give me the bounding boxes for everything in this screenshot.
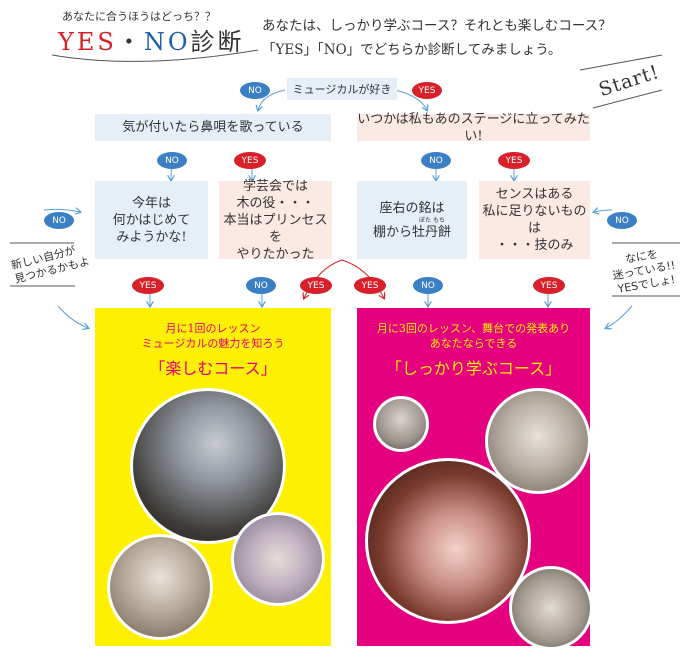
fun-course-name: 「楽しむコース」 [149,359,277,378]
yes-badge-a4: YES [498,152,530,169]
intro-line-2: 「YES」「NO」でどちらか診断してみましょう。 [262,42,562,58]
arrow-side-left-bottom [57,305,88,328]
intro-line-1: あなたは、しっかり学ぶコース？それとも楽しむコース？ [262,18,612,34]
header-subtitle: あなたに合うほうはどっち？？ [62,10,216,23]
a4-line3: ・・・技のみ [495,238,574,253]
page-title: YES・NO診断 [58,22,245,57]
serious-photo-stage [365,458,531,624]
title-no: NO [143,28,191,56]
question-musical: ミュージカルが好き [287,78,397,100]
question-humming: 気が付いたら鼻唄を歌っている [95,114,331,141]
answer-try-something: 今年は 何かはじめて みようかな! [95,181,208,259]
title-dot: ・ [116,28,144,56]
fun-photo-dance [107,534,213,640]
answer-sense: センスはある 私に足りないものは ・・・技のみ [479,181,590,259]
title-underline [51,49,259,62]
no-badge-a3: NO [421,152,451,169]
fun-course-panel: 月に1回のレッスン ミュージカルの魅力を知ろう 「楽しむコース」 [95,308,331,646]
serious-photo-small [373,396,429,452]
yes-badge-b6: YES [533,277,565,294]
answer-motto: 座右の銘は ぼた もち 棚から牡丹餅 [357,181,467,259]
a4-line2: 私に足りないものは [482,204,587,236]
yes-badge-b3: YES [300,277,332,294]
serious-course-name: 「しっかり学ぶコース」 [385,359,562,378]
arrow-side-right-top [594,210,613,212]
a1-line3: みようかな! [116,229,187,245]
question-stage: いつかは私もあのステージに立ってみたい! [357,111,590,144]
a3-ruby: ぼた もち [419,216,445,224]
title-yes: YES [58,28,117,56]
serious-photo-rehearsal [485,388,591,494]
start-line-top [579,54,663,71]
serious-course-panel: 月に3回のレッスン、舞台での発表あり あなたならできる 「しっかり学ぶコース」 [357,308,593,650]
fun-desc-line1: 月に1回のレッスン [165,322,261,335]
answer-princess: 学芸会では 木の役・・・ 本当はプリンセスを やりたかった [219,178,332,262]
arrow-side-right-bottom [606,305,633,328]
a2-line1: 学芸会では [242,178,308,194]
fun-photo-group [231,512,325,606]
a4-line1: センスはある [495,187,574,202]
title-rest: 診断 [190,28,245,56]
no-badge-b2: NO [246,277,276,294]
a2-line3: 本当はプリンセスを [223,212,328,245]
yes-badge-b4: YES [354,277,386,294]
yes-badge-q1: YES [412,82,442,99]
yes-badge-a2: YES [234,152,266,169]
arrow-side-left-top [43,209,80,212]
arrow-cross-left [304,259,343,298]
a2-line4: やりたかった [236,246,315,262]
fun-desc-line2: ミュージカルの魅力を知ろう [141,337,285,350]
serious-desc-line2: あなたならできる [429,337,518,350]
no-badge-q1: NO [240,82,270,99]
a1-line2: 何かはじめて [112,212,191,228]
a2-line2: 木の役・・・ [236,195,315,211]
no-badge-left: NO [44,212,74,229]
a3-line1: 座右の銘は [379,200,445,216]
start-line-bottom [592,89,663,109]
arrow-cross-right [341,259,384,298]
no-badge-a1: NO [157,152,187,169]
serious-photo-group [509,566,593,650]
arrow-q1-yes [394,89,427,110]
no-badge-b5: NO [413,277,443,294]
no-badge-right: NO [607,212,637,229]
yes-badge-b1: YES [132,277,164,294]
serious-desc-line1: 月に3回のレッスン、舞台での発表あり [376,322,571,335]
a3-line2: 棚から牡丹餅 [372,224,451,240]
a1-line1: 今年は [131,195,171,211]
arrow-q1-no [258,89,286,110]
